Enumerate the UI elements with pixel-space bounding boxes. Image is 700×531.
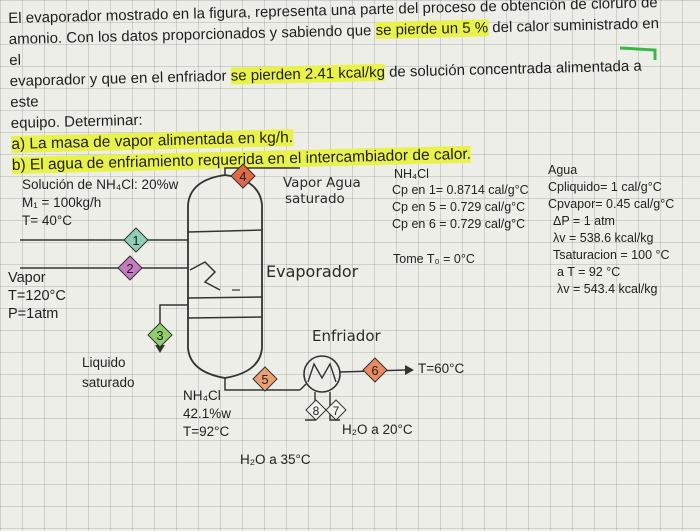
reference-temp: Tome T₀ = 0°C xyxy=(393,252,475,266)
vessel-tube-sheet xyxy=(187,296,263,299)
nh4cl-cp6: Cp en 6 = 0.729 cal/g°C xyxy=(392,217,526,231)
stream-5-marker: 5 xyxy=(252,366,278,392)
product-label-3: T=92°C xyxy=(183,424,230,439)
svg-text:5: 5 xyxy=(261,372,268,387)
cooler-exchanger xyxy=(303,355,341,393)
stream-2-marker: 2 xyxy=(117,255,143,281)
svg-text:8: 8 xyxy=(313,404,320,418)
margin-mark xyxy=(619,46,657,60)
vessel-liquid-level xyxy=(187,229,263,233)
liquid-label-2: saturado xyxy=(82,375,135,390)
heating-coil xyxy=(189,261,221,291)
nh4cl-cp1: Cp en 1= 0.8714 cal/g°C xyxy=(392,183,529,197)
stream-6-marker: 6 xyxy=(362,357,388,383)
stream-8-marker: 8 xyxy=(305,399,327,421)
stream-1-marker: 1 xyxy=(123,227,149,253)
water-cp-liquid: Cpliquido= 1 cal/g°C xyxy=(548,180,662,194)
water-t92: a T = 92 °C xyxy=(557,265,621,279)
steam-label-2: T=120°C xyxy=(8,288,66,304)
feed-label-2: M₁ = 100kg/h xyxy=(22,195,102,210)
product-line xyxy=(224,378,300,391)
feed-label-1: Solución de NH₄Cl: 20%w xyxy=(22,177,179,192)
water-latent-1: λv = 538.6 kcal/kg xyxy=(553,231,654,245)
product-label-2: 42.1%w xyxy=(183,406,232,421)
evaporator-vessel xyxy=(187,174,263,379)
stream-3-marker: 3 xyxy=(147,322,173,348)
vapor-out-label-1: Vapor Agua xyxy=(283,175,361,191)
svg-text:2: 2 xyxy=(126,261,133,276)
product-label-1: NH₄Cl xyxy=(183,388,221,403)
steam-label-1: Vapor xyxy=(8,270,46,286)
water-latent-2: λv = 543.4 kcal/kg xyxy=(557,282,658,296)
outlet-temp-label: T=60°C xyxy=(418,361,465,376)
vapor-out-label-2: saturado xyxy=(285,191,345,207)
svg-text:6: 6 xyxy=(371,363,378,378)
vessel-bottom-sheet xyxy=(187,316,263,319)
water-delta-p: ΔP = 1 atm xyxy=(553,214,615,228)
water-cp-vapor: Cpvapor= 0.45 cal/g°C xyxy=(548,197,675,211)
cooler-label: Enfriador xyxy=(312,327,381,345)
cooler-coil xyxy=(307,362,337,383)
nh4cl-props-title: NH₄Cl xyxy=(394,167,429,181)
feed-label-3: T= 40°C xyxy=(22,213,73,228)
water-in-label: H₂O a 20°C xyxy=(342,422,413,437)
cooler-inlet xyxy=(299,383,307,391)
water-tsat: Tsaturacion = 100 °C xyxy=(553,248,670,262)
liquid-label-1: Liquido xyxy=(82,355,126,370)
vapor-outlet-line xyxy=(224,167,300,175)
cooled-product-arrow xyxy=(405,365,414,375)
steam-label-3: P=1atm xyxy=(8,306,59,322)
water-out-label: H₂O a 35°C xyxy=(240,452,311,467)
condensate-arrow xyxy=(155,345,165,353)
water-props-title: Agua xyxy=(548,163,578,177)
evaporator-label: Evaporador xyxy=(266,262,359,281)
nh4cl-cp5: Cp en 5 = 0.729 cal/g°C xyxy=(392,200,526,214)
svg-text:3: 3 xyxy=(156,328,163,343)
stream-4-marker: 4 xyxy=(230,163,256,189)
stream-7-marker: 7 xyxy=(325,399,347,421)
svg-text:1: 1 xyxy=(132,233,139,248)
svg-text:7: 7 xyxy=(333,404,340,418)
svg-text:4: 4 xyxy=(239,169,246,184)
